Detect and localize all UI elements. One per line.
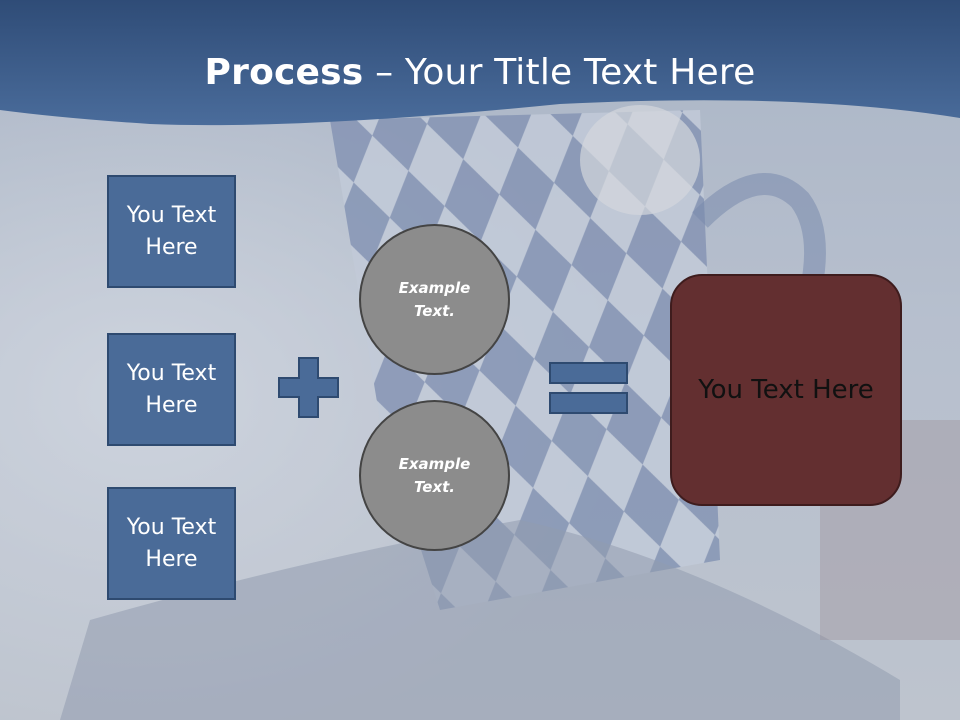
example-circle-1[interactable]: Example Text.: [359, 224, 510, 375]
example-circle-2[interactable]: Example Text.: [359, 400, 510, 551]
plus-icon: [278, 357, 339, 418]
circle-line: Text.: [413, 477, 455, 496]
slide-title: Process – Your Title Text Here: [0, 52, 960, 93]
result-label: You Text Here: [698, 375, 874, 405]
circle-line: Example: [398, 454, 471, 473]
title-bold: Process: [204, 52, 364, 93]
result-box[interactable]: You Text Here: [670, 274, 902, 506]
text-box-label: You Text Here: [126, 360, 217, 418]
text-box-2[interactable]: You Text Here: [107, 333, 236, 446]
text-box-label: You Text Here: [126, 202, 217, 260]
text-box-1[interactable]: You Text Here: [107, 175, 236, 288]
equals-icon: [549, 362, 628, 414]
text-box-3[interactable]: You Text Here: [107, 487, 236, 600]
title-rest: – Your Title Text Here: [363, 52, 756, 93]
text-box-label: You Text Here: [126, 514, 217, 572]
circle-line: Text.: [413, 301, 455, 320]
circle-line: Example: [398, 278, 471, 297]
header-band: [0, 0, 960, 126]
